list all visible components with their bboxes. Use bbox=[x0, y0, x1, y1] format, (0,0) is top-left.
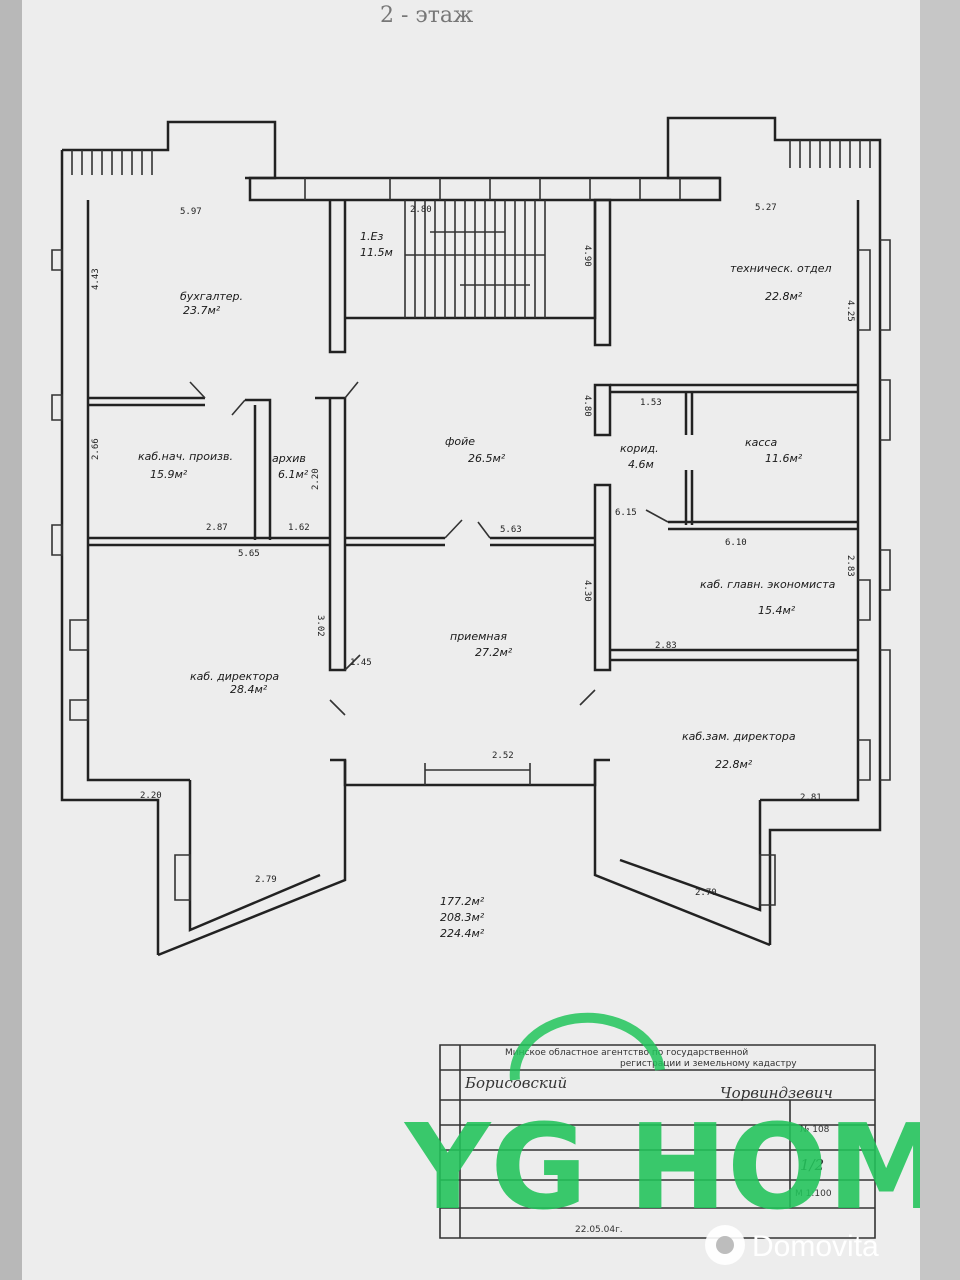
interior-walls bbox=[88, 198, 871, 781]
dimension-label: 6.10 bbox=[725, 538, 747, 548]
dimension-label: 4.25 bbox=[845, 300, 855, 322]
room-label: каб.нач. произв. bbox=[138, 450, 233, 463]
room-area: 28.4м² bbox=[230, 683, 268, 696]
dimension-label: 6.15 bbox=[615, 508, 637, 518]
total-area: 177.2м² bbox=[440, 895, 485, 908]
dimension-label: 1.53 bbox=[640, 398, 662, 408]
dimension-label: 1.45 bbox=[350, 658, 372, 668]
domovita-text: Domovita bbox=[752, 1230, 879, 1263]
room-label: приемная bbox=[450, 630, 507, 643]
room-area: 11.6м² bbox=[765, 452, 803, 465]
dimension-label: 5.65 bbox=[238, 549, 260, 559]
stamp-date: 22.05.04г. bbox=[575, 1225, 623, 1235]
stamp-line-2: регистрации и земельному кадастру bbox=[620, 1059, 797, 1069]
room-label: каб. главн. экономиста bbox=[700, 578, 836, 591]
outer-walls bbox=[51, 116, 891, 957]
room-area: 15.9м² bbox=[150, 468, 188, 481]
room-labels: бухгалтер. 23.7м² 1.Ез 11.5м техническ. … bbox=[138, 230, 836, 771]
dimension-label: 5.63 bbox=[500, 525, 522, 535]
dimension-label: 2.83 bbox=[845, 555, 855, 577]
dimension-label: 1.62 bbox=[288, 523, 310, 533]
yg-home-logo-text: YG HOME bbox=[403, 1098, 960, 1236]
room-area: 15.4м² bbox=[758, 604, 796, 617]
stamp-number: № 108 bbox=[800, 1125, 830, 1135]
dimension-label: 2.87 bbox=[206, 523, 228, 533]
floor-title: 2 - этаж bbox=[380, 3, 473, 28]
dimension-label: 5.27 bbox=[755, 203, 777, 213]
room-area: 26.5м² bbox=[468, 452, 506, 465]
room-area: 6.1м² bbox=[278, 468, 309, 481]
room-area: 23.7м² bbox=[183, 304, 221, 317]
stamp-signature-name: Чорвиндзевич bbox=[720, 1084, 833, 1102]
room-area: 11.5м bbox=[360, 246, 393, 259]
room-area: 22.8м² bbox=[765, 290, 803, 303]
room-label: фойе bbox=[445, 435, 475, 448]
room-label: бухгалтер. bbox=[180, 290, 243, 303]
room-area: 22.8м² bbox=[715, 758, 753, 771]
title-block-stamp: Минское областное агентство по государст… bbox=[439, 1044, 876, 1239]
room-label: архив bbox=[272, 452, 306, 465]
room-area: 4.6м bbox=[628, 458, 654, 471]
dimension-label: 2.20 bbox=[311, 468, 321, 490]
dimension-label: 4.43 bbox=[91, 268, 101, 290]
stamp-line-1: Минское областное агентство по государст… bbox=[505, 1048, 748, 1058]
dimension-label: 2.79 bbox=[255, 875, 277, 885]
yg-home-logo: YG HOME bbox=[403, 1012, 960, 1236]
domovita-watermark: Domovita bbox=[705, 1225, 879, 1265]
dimension-label: 2.83 bbox=[655, 641, 677, 651]
dimension-label: 4.80 bbox=[582, 395, 592, 417]
dimension-labels: 5.97 4.43 4.90 2.80 4.80 5.27 4.25 2.66 … bbox=[91, 203, 855, 898]
total-area: 224.4м² bbox=[440, 927, 485, 940]
dimension-label: 2.81 bbox=[800, 793, 822, 803]
room-label: 1.Ез bbox=[360, 230, 383, 243]
stamp-scale: М 1:100 bbox=[795, 1189, 832, 1199]
dimension-label: 2.52 bbox=[492, 751, 514, 761]
dimension-label: 4.90 bbox=[582, 245, 592, 267]
dimension-label: 3.02 bbox=[315, 615, 325, 637]
dimension-label: 2.20 bbox=[140, 791, 162, 801]
dimension-label: 2.66 bbox=[91, 438, 101, 460]
room-label: техническ. отдел bbox=[730, 262, 832, 275]
dimension-label: 2.70 bbox=[695, 888, 717, 898]
total-area: 208.3м² bbox=[440, 911, 485, 924]
room-label: касса bbox=[745, 436, 777, 449]
paper-sheet bbox=[22, 0, 922, 1280]
stamp-district: Борисовский bbox=[464, 1074, 567, 1092]
area-totals: 177.2м² 208.3м² 224.4м² bbox=[440, 895, 485, 940]
stamp-sheet: 1/2 bbox=[800, 1156, 824, 1174]
dimension-label: 2.80 bbox=[410, 205, 432, 215]
dimension-label: 5.97 bbox=[180, 207, 202, 217]
room-label: корид. bbox=[620, 442, 659, 455]
room-label: каб.зам. директора bbox=[682, 730, 796, 743]
dimension-label: 4.30 bbox=[582, 580, 592, 602]
room-area: 27.2м² bbox=[475, 646, 513, 659]
room-label: каб. директора bbox=[190, 670, 279, 683]
